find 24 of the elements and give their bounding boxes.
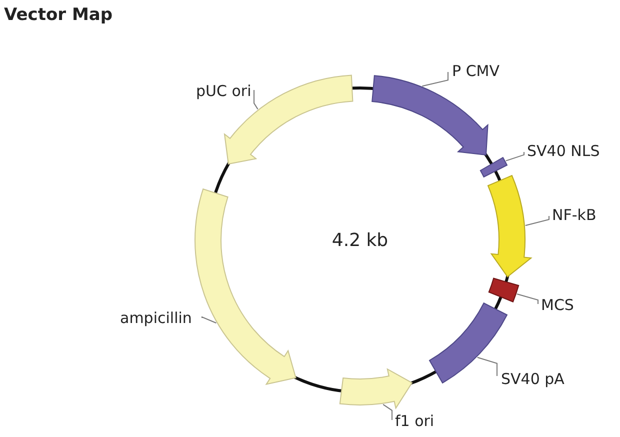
leader-line (382, 404, 392, 420)
feature-label: SV40 NLS (527, 142, 600, 160)
feature-label: MCS (541, 296, 574, 314)
gene-region (339, 368, 412, 409)
leader-line (505, 152, 524, 162)
leader-line (476, 356, 498, 376)
leader-line (524, 216, 550, 226)
leader-line (254, 90, 258, 110)
leader-line (202, 316, 217, 324)
feature-label: ampicillin (120, 309, 192, 327)
feature-label: f1 ori (395, 412, 434, 430)
title: Vector Map (4, 6, 112, 24)
gene-region (194, 188, 296, 385)
site-block (480, 157, 508, 178)
feature-label: P CMV (452, 62, 500, 80)
leader-line (422, 72, 448, 87)
gene-region (488, 175, 532, 278)
site-block (488, 278, 520, 302)
leader-line (516, 294, 538, 304)
size-label: 4.2 kb (330, 230, 390, 252)
feature-label: pUC ori (196, 82, 252, 100)
feature-label: SV40 pA (501, 370, 564, 388)
feature-label: NF-kB (552, 206, 596, 224)
gene-region (372, 75, 488, 156)
